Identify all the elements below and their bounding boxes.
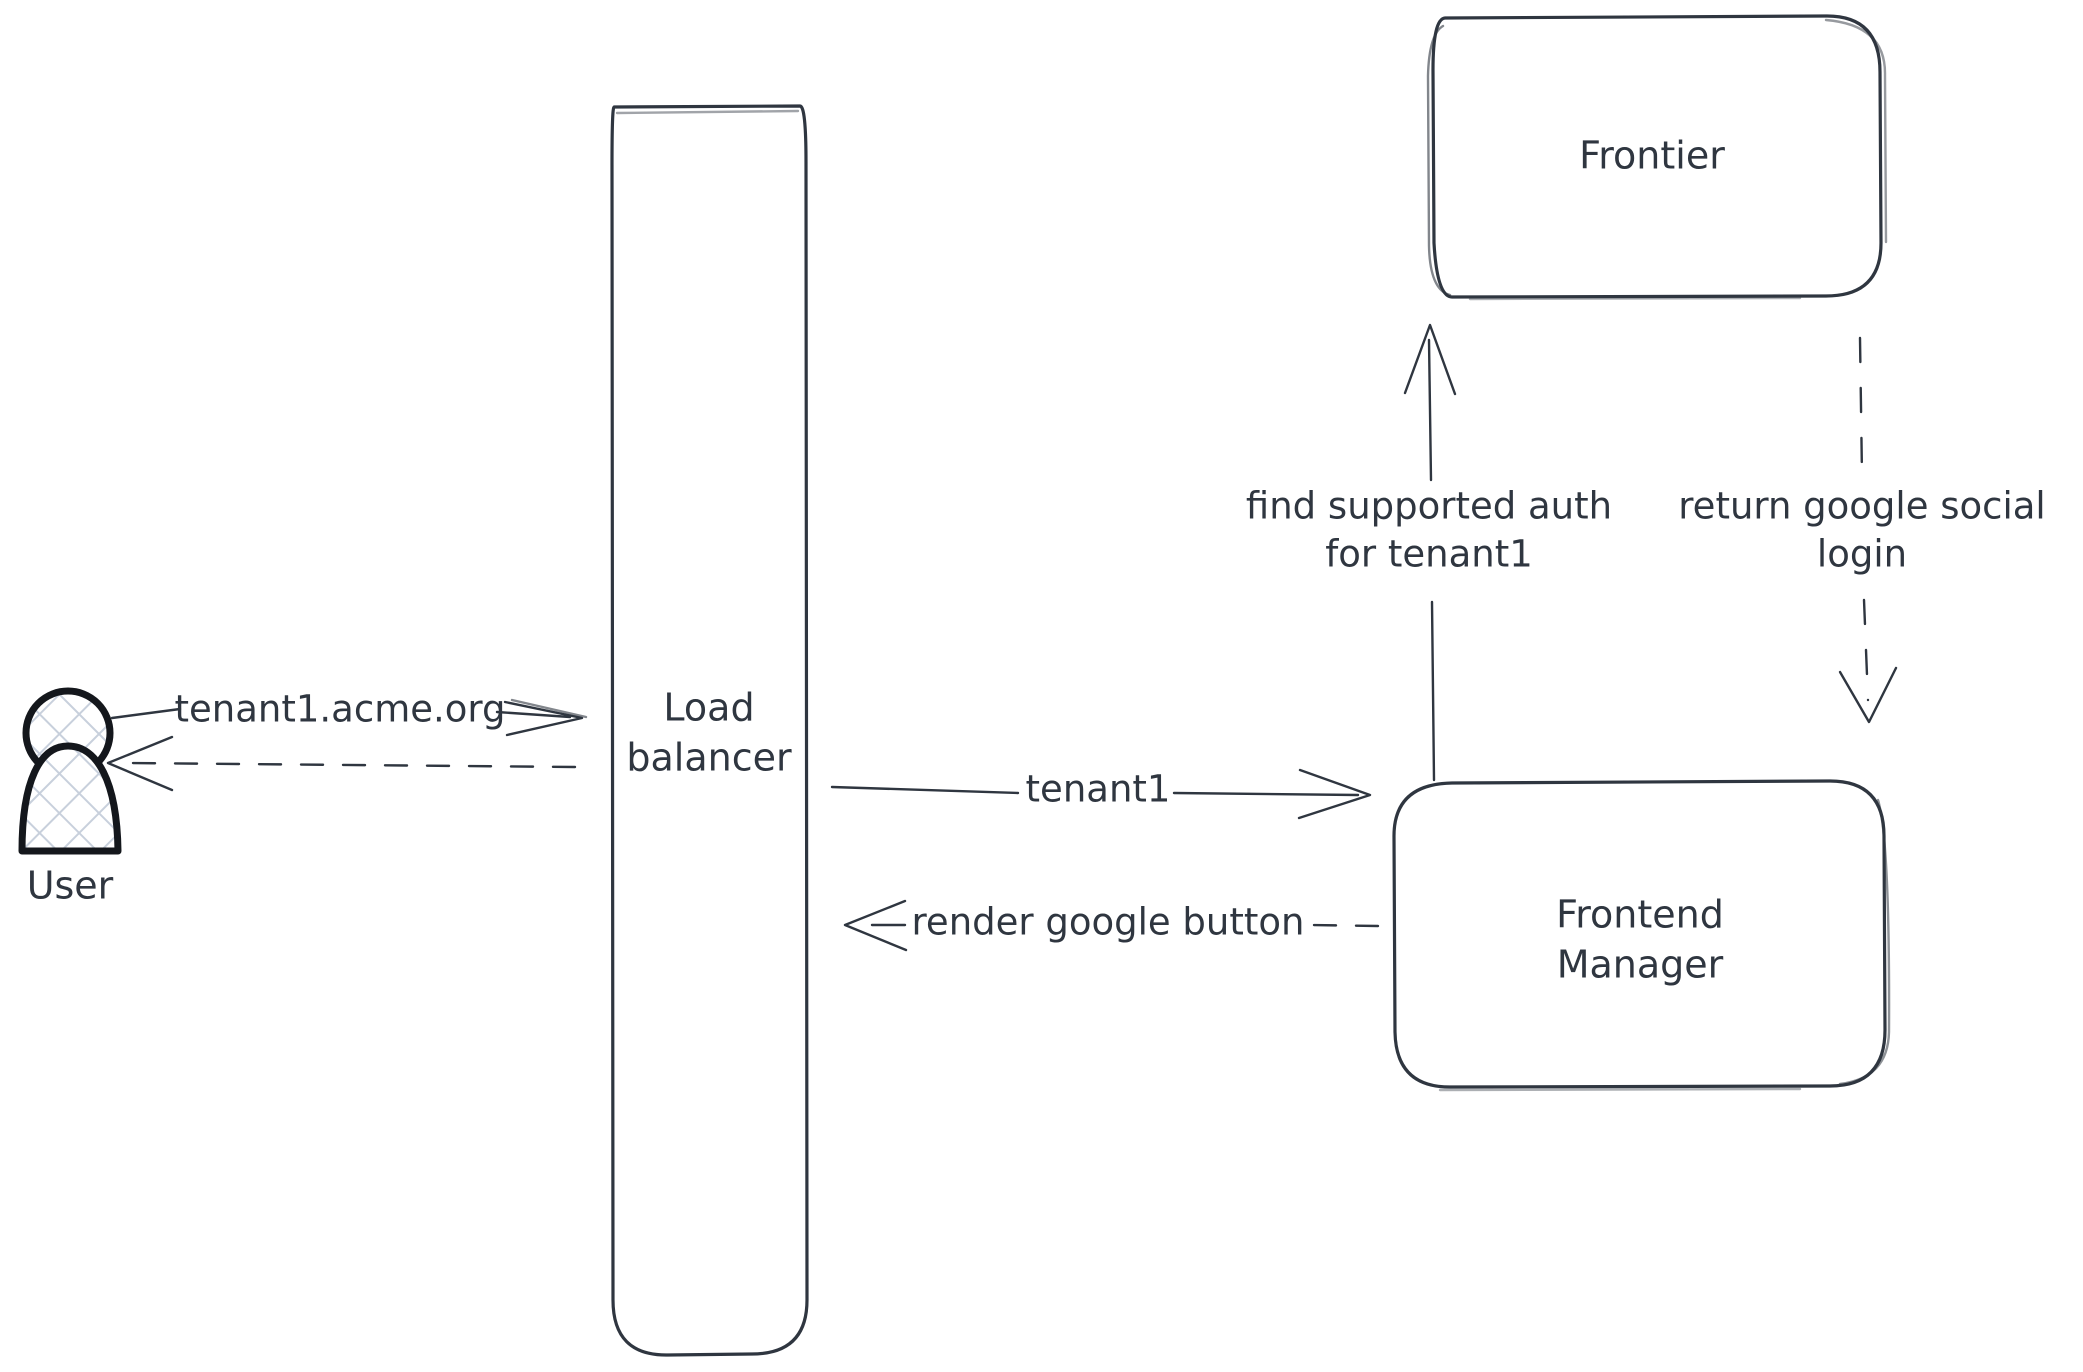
node-load-balancer-label-line1: Load (663, 686, 754, 730)
edge-frontier-to-fm (1838, 336, 1898, 724)
edge-lb-to-fm (830, 768, 1372, 820)
edge-fm-to-lb-label: render google button (912, 901, 1305, 944)
edge-fm-to-frontier-label-line1: find supported auth (1246, 485, 1612, 528)
edge-lb-to-user (106, 735, 577, 792)
node-frontend-manager[interactable] (1392, 779, 1891, 1092)
user-actor-label: User (27, 864, 114, 908)
edge-frontier-to-fm-label-line1: return google social (1678, 485, 2045, 528)
node-load-balancer-label-line2: balancer (626, 736, 792, 780)
edge-frontier-to-fm-label-line2: login (1817, 533, 1907, 576)
node-frontend-manager-label-line1: Frontend (1556, 893, 1724, 937)
edge-user-to-lb (110, 698, 588, 737)
edge-user-to-lb-label: tenant1.acme.org (175, 688, 506, 731)
node-frontend-manager-label-line2: Manager (1557, 943, 1724, 987)
node-frontier[interactable] (1426, 14, 1888, 301)
node-frontier-label-line1: Frontier (1579, 134, 1725, 178)
node-load-balancer[interactable] (610, 104, 809, 1357)
edge-fm-to-frontier (1403, 323, 1457, 782)
user-actor-icon (18, 687, 122, 855)
edge-fm-to-lb (843, 899, 1380, 952)
edge-fm-to-frontier-label-line2: for tenant1 (1325, 533, 1533, 576)
edge-lb-to-fm-label: tenant1 (1026, 768, 1171, 811)
